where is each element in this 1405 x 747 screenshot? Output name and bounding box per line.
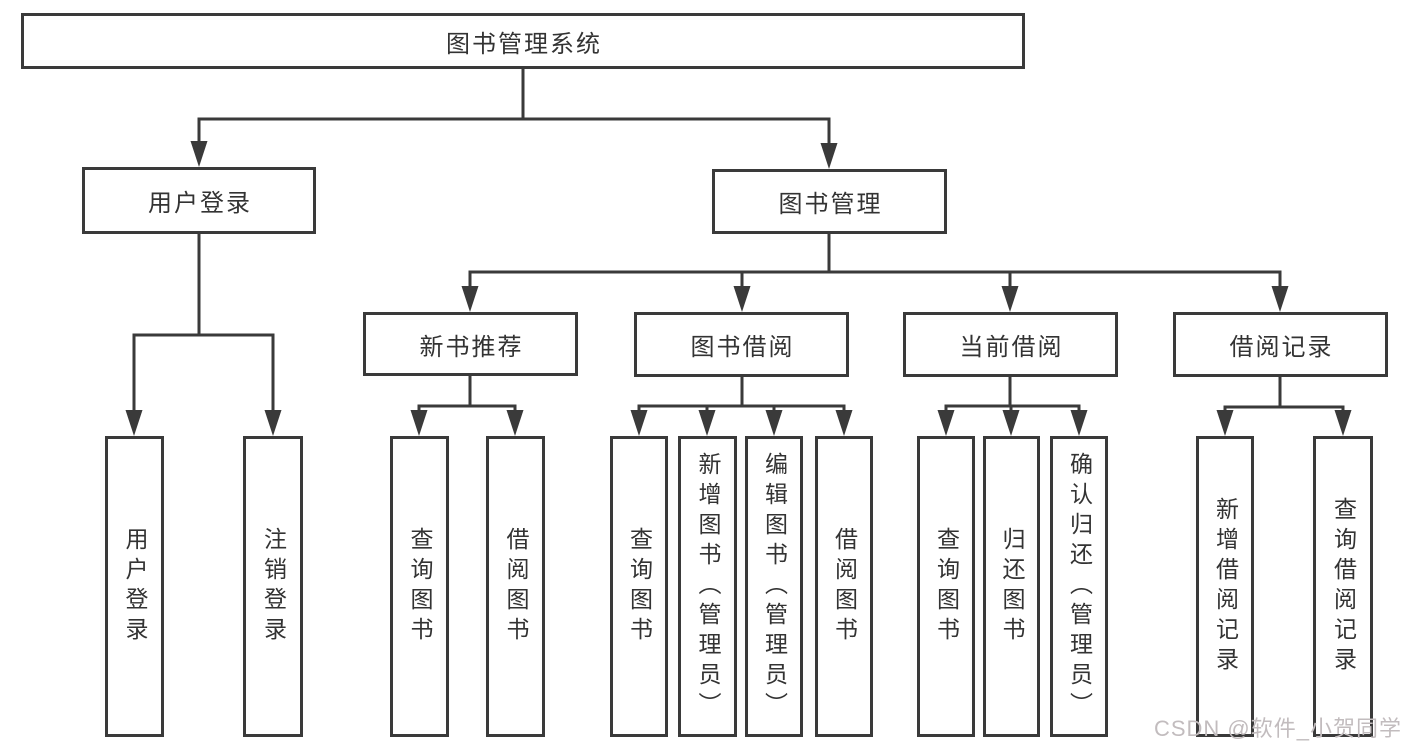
arrowhead-icon — [1334, 410, 1352, 436]
leaf-query-books-borrowing: 查询图书 — [610, 436, 668, 737]
leaf-logout: 注销登录 — [243, 436, 303, 737]
arrowhead-icon — [630, 410, 648, 436]
node-label: 注销登录 — [260, 526, 287, 647]
leaf-user-login: 用户登录 — [105, 436, 164, 737]
leaf-query-borrowing-record: 查询借阅记录 — [1313, 436, 1373, 737]
node-label: 借阅记录 — [1229, 334, 1334, 361]
node-label: 确认归还（管理员） — [1066, 451, 1093, 722]
arrowhead-icon — [937, 410, 955, 436]
arrowhead-icon — [461, 286, 479, 312]
node-label: 新增借阅记录 — [1212, 496, 1239, 677]
node-label: 查询图书 — [933, 526, 960, 647]
arrowhead-icon — [1001, 286, 1019, 312]
node-label: 图书借阅 — [690, 334, 795, 361]
node-book-borrowing: 图书借阅 — [634, 312, 849, 377]
arrowhead-icon — [698, 410, 716, 436]
node-label: 查询借阅记录 — [1330, 496, 1357, 677]
node-label: 图书管理系统 — [446, 30, 602, 58]
arrowhead-icon — [1070, 410, 1088, 436]
node-label: 借阅图书 — [831, 526, 858, 647]
arrowhead-icon — [733, 286, 751, 312]
arrowhead-icon — [125, 410, 143, 436]
node-label: 查询图书 — [407, 526, 433, 647]
arrowhead-icon — [190, 141, 208, 167]
leaf-add-books-admin: 新增图书（管理员） — [678, 436, 737, 737]
leaf-edit-books-admin: 编辑图书（管理员） — [745, 436, 803, 737]
arrowhead-icon — [264, 410, 282, 436]
arrowhead-icon — [765, 410, 783, 436]
arrowhead-icon — [506, 410, 524, 436]
node-label: 借阅图书 — [503, 526, 529, 647]
arrowhead-icon — [410, 410, 428, 436]
leaf-confirm-return-admin: 确认归还（管理员） — [1050, 436, 1108, 737]
arrowhead-icon — [1216, 410, 1234, 436]
leaf-borrow-books-borrowing: 借阅图书 — [815, 436, 873, 737]
node-label: 当前借阅 — [959, 334, 1064, 361]
node-label: 图书管理 — [778, 191, 883, 218]
node-label: 查询图书 — [626, 526, 653, 647]
node-current-borrowing: 当前借阅 — [903, 312, 1118, 377]
arrowhead-icon — [820, 143, 838, 169]
node-user-login: 用户登录 — [82, 167, 316, 234]
leaf-query-books-current: 查询图书 — [917, 436, 975, 737]
arrowhead-icon — [835, 410, 853, 436]
node-label: 编辑图书（管理员） — [761, 451, 788, 722]
node-label: 用户登录 — [148, 190, 252, 217]
node-label: 新书推荐 — [419, 333, 524, 361]
node-label: 新增图书（管理员） — [695, 451, 721, 722]
node-label: 用户登录 — [122, 526, 148, 647]
leaf-return-books: 归还图书 — [983, 436, 1040, 737]
leaf-borrow-books-recommendation: 借阅图书 — [486, 436, 545, 737]
leaf-query-books-recommendation: 查询图书 — [390, 436, 449, 737]
node-library-management-system: 图书管理系统 — [21, 13, 1025, 69]
node-new-book-recommendation: 新书推荐 — [363, 312, 578, 376]
arrowhead-icon — [1271, 286, 1289, 312]
leaf-add-borrowing-record: 新增借阅记录 — [1196, 436, 1254, 737]
arrowhead-icon — [1002, 410, 1020, 436]
node-label: 归还图书 — [999, 526, 1025, 647]
csdn-watermark: CSDN @软件_小贺同学 — [1153, 716, 1402, 741]
node-borrowing-records: 借阅记录 — [1173, 312, 1388, 377]
node-book-management: 图书管理 — [712, 169, 947, 234]
